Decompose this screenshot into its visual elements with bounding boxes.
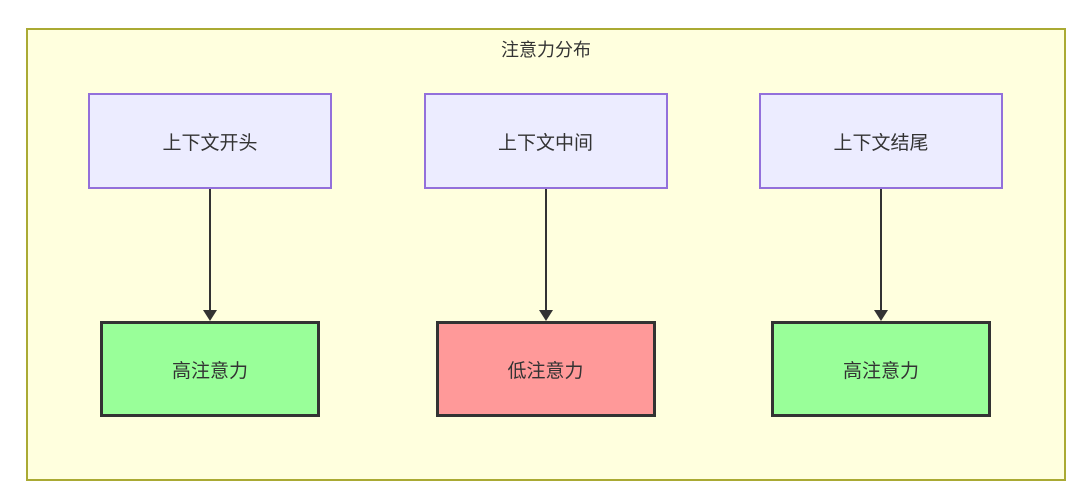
node-low-attention-center: 低注意力 bbox=[435, 321, 656, 417]
flow-column-context-begin: 上下文开头 高注意力 bbox=[87, 93, 333, 417]
arrow-middle-to-result bbox=[538, 189, 553, 321]
arrow-shaft bbox=[209, 189, 211, 310]
arrowhead-down-icon bbox=[203, 310, 217, 321]
flow-columns: 上下文开头 高注意力 上下文中间 低注意力 上下文结尾 bbox=[28, 93, 1064, 417]
node-context-begin: 上下文开头 bbox=[88, 93, 332, 189]
node-context-end: 上下文结尾 bbox=[759, 93, 1003, 189]
arrowhead-down-icon bbox=[874, 310, 888, 321]
node-high-attention-left: 高注意力 bbox=[100, 321, 320, 417]
attention-distribution-cluster: 注意力分布 上下文开头 高注意力 上下文中间 低注意力 上下文结尾 bbox=[26, 28, 1066, 481]
arrow-begin-to-result bbox=[203, 189, 217, 321]
node-high-attention-right: 高注意力 bbox=[771, 321, 991, 417]
arrow-shaft bbox=[880, 189, 882, 310]
flow-column-context-middle: 上下文中间 低注意力 bbox=[423, 93, 669, 417]
arrow-shaft bbox=[544, 189, 547, 310]
arrowhead-down-icon bbox=[538, 310, 553, 321]
arrow-end-to-result bbox=[874, 189, 888, 321]
flow-column-context-end: 上下文结尾 高注意力 bbox=[758, 93, 1004, 417]
node-context-middle: 上下文中间 bbox=[423, 93, 668, 189]
cluster-title: 注意力分布 bbox=[501, 40, 591, 60]
